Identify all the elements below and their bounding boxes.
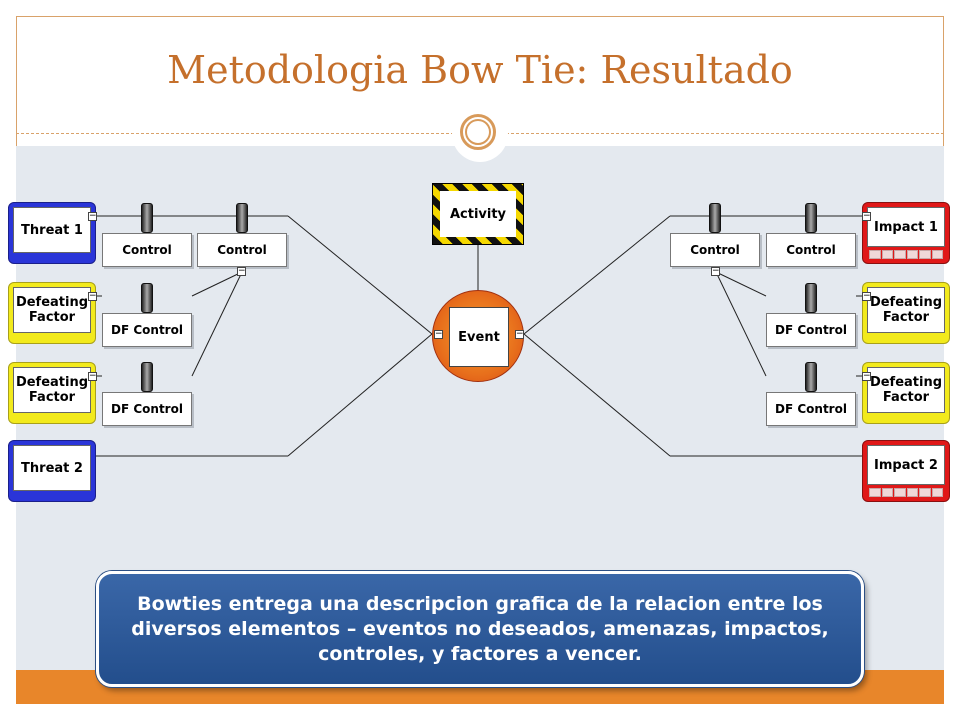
activity-box[interactable]: Activity bbox=[432, 183, 524, 245]
left-defeating-factor-2-box[interactable]: Defeating Factor bbox=[8, 362, 96, 424]
left-defeating-factor-1-label: Defeating Factor bbox=[13, 287, 91, 333]
left-df-barrier-2-icon bbox=[141, 362, 153, 392]
slide-title: Metodologia Bow Tie: Resultado bbox=[167, 48, 793, 92]
left-df-control-2[interactable]: DF Control bbox=[102, 392, 192, 426]
left-control-1[interactable]: Control bbox=[102, 233, 192, 267]
event-node[interactable]: Event bbox=[432, 290, 524, 382]
threat-2-label: Threat 2 bbox=[13, 445, 91, 491]
right-control-1[interactable]: Control bbox=[670, 233, 760, 267]
collapse-right-factor-1-icon[interactable]: − bbox=[862, 291, 871, 301]
threat-2-box[interactable]: Threat 2 bbox=[8, 440, 96, 502]
right-defeating-factor-1-label: Defeating Factor bbox=[867, 287, 945, 333]
collapse-threat-1-icon[interactable]: − bbox=[88, 211, 97, 221]
collapse-event-right-icon[interactable]: − bbox=[515, 329, 524, 339]
right-control-2[interactable]: Control bbox=[766, 233, 856, 267]
collapse-right-factor-2-icon[interactable]: − bbox=[862, 371, 871, 381]
collapse-event-left-icon[interactable]: − bbox=[434, 329, 443, 339]
left-df-barrier-1-icon bbox=[141, 283, 153, 313]
collapse-right-control-1-icon[interactable]: − bbox=[711, 266, 720, 276]
right-defeating-factor-1-box[interactable]: Defeating Factor bbox=[862, 282, 950, 344]
right-df-control-1[interactable]: DF Control bbox=[766, 313, 856, 347]
left-barrier-2-icon bbox=[236, 203, 248, 233]
collapse-impact-1-icon[interactable]: − bbox=[862, 211, 871, 221]
left-defeating-factor-2-label: Defeating Factor bbox=[13, 367, 91, 413]
right-df-barrier-2-icon bbox=[805, 362, 817, 392]
left-barrier-1-icon bbox=[141, 203, 153, 233]
right-df-barrier-1-icon bbox=[805, 283, 817, 313]
right-barrier-1-icon bbox=[709, 203, 721, 233]
event-label: Event bbox=[449, 307, 509, 367]
right-barrier-2-icon bbox=[805, 203, 817, 233]
left-df-control-1[interactable]: DF Control bbox=[102, 313, 192, 347]
ring-ornament-icon bbox=[452, 106, 508, 162]
summary-callout: Bowties entrega una descripcion grafica … bbox=[96, 571, 864, 687]
left-defeating-factor-1-box[interactable]: Defeating Factor bbox=[8, 282, 96, 344]
impact-1-box[interactable]: Impact 1 bbox=[862, 202, 950, 264]
impact-2-label: Impact 2 bbox=[867, 445, 945, 485]
collapse-left-factor-1-icon[interactable]: − bbox=[88, 291, 97, 301]
right-defeating-factor-2-label: Defeating Factor bbox=[867, 367, 945, 413]
right-defeating-factor-2-box[interactable]: Defeating Factor bbox=[862, 362, 950, 424]
activity-label: Activity bbox=[440, 191, 516, 237]
impact-1-label: Impact 1 bbox=[867, 207, 945, 247]
collapse-left-control-2-icon[interactable]: − bbox=[237, 266, 246, 276]
left-control-2[interactable]: Control bbox=[197, 233, 287, 267]
impact-2-box[interactable]: Impact 2 bbox=[862, 440, 950, 502]
right-df-control-2[interactable]: DF Control bbox=[766, 392, 856, 426]
threat-1-label: Threat 1 bbox=[13, 207, 91, 253]
threat-1-box[interactable]: Threat 1 bbox=[8, 202, 96, 264]
collapse-left-factor-2-icon[interactable]: − bbox=[88, 371, 97, 381]
